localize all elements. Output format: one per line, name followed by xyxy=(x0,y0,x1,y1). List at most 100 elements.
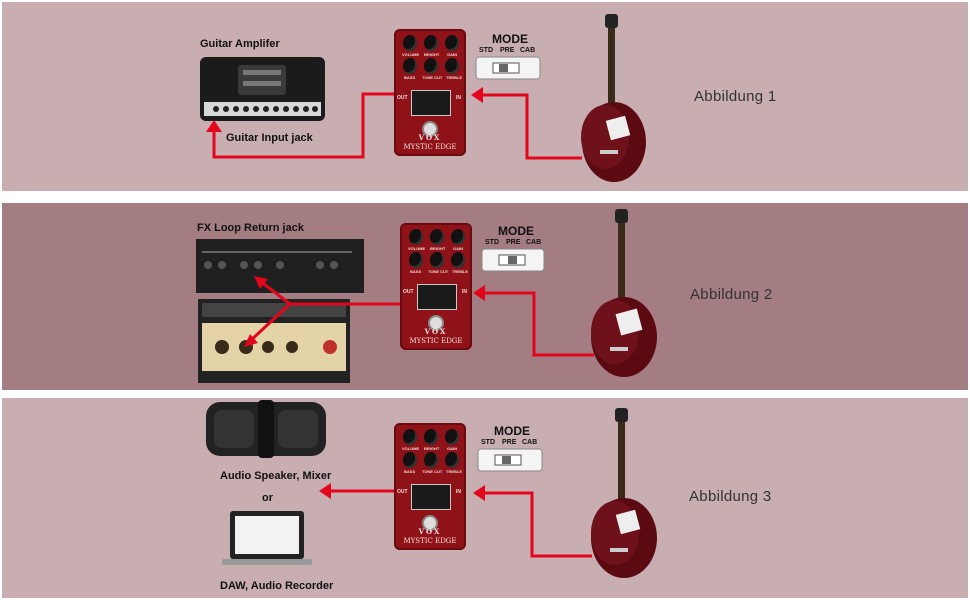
treble-knob xyxy=(445,452,459,468)
speaker-image xyxy=(206,400,326,458)
out-jack-label: OUT xyxy=(397,489,408,495)
bass-knob xyxy=(409,252,423,268)
volume-knob xyxy=(403,429,417,445)
pedal-display xyxy=(411,484,451,510)
arrowhead-amp-input xyxy=(206,120,222,132)
mode-option-cab: CAB xyxy=(526,239,542,246)
footswitch xyxy=(428,315,444,331)
guitar-image xyxy=(581,14,646,182)
pedal-image: VOLUME BRIGHT GAIN BASS TONE CUT TREBLE … xyxy=(394,29,466,156)
mode-option-std: STD xyxy=(479,47,493,54)
volume-knob xyxy=(403,35,417,51)
cable-guitar-to-pedal xyxy=(482,291,594,357)
bright-knob xyxy=(424,35,438,51)
guitar-image xyxy=(591,209,657,377)
footswitch xyxy=(422,121,438,137)
pedal-image: VOLUME BRIGHT GAIN BASS TONE CUT TREBLE … xyxy=(394,423,466,550)
pedal-image: VOLUME BRIGHT GAIN BASS TONE CUT TREBLE … xyxy=(400,223,472,350)
gain-knob xyxy=(445,35,459,51)
out-jack-label: OUT xyxy=(403,289,414,295)
in-jack-label: IN xyxy=(456,95,461,101)
input-jack-label: Guitar Input jack xyxy=(226,132,313,144)
mode-option-std: STD xyxy=(485,239,499,246)
footswitch xyxy=(422,515,438,531)
out-jack-label: OUT xyxy=(397,95,408,101)
knob-label-gain: GAIN xyxy=(447,52,457,57)
knob-label-bright: BRIGHT xyxy=(424,446,440,451)
fx-loop-label: FX Loop Return jack xyxy=(197,222,304,234)
pedal-brand: VOX xyxy=(424,327,448,336)
knob-label-volume: VOLUME xyxy=(402,446,420,451)
pedal-model: MYSTIC EDGE xyxy=(409,337,463,345)
mode-option-pre: PRE xyxy=(502,439,517,446)
knob-label-volume: VOLUME xyxy=(402,52,420,57)
bright-knob xyxy=(424,429,438,445)
mode-option-cab: CAB xyxy=(522,439,538,446)
tone-cut-knob xyxy=(424,58,438,74)
mode-title: MODE xyxy=(494,424,530,438)
panel-2-graphics xyxy=(196,209,657,383)
knob-label-tone-cut: TONE CUT xyxy=(428,269,449,274)
amplifier-label: Guitar Amplifer xyxy=(200,38,280,50)
mode-title: MODE xyxy=(492,32,528,46)
panel-3-graphics xyxy=(206,400,657,578)
amp-control-panel-image xyxy=(198,299,350,383)
pedal-model: MYSTIC EDGE xyxy=(403,537,457,545)
knob-label-gain: GAIN xyxy=(447,446,457,451)
or-label: or xyxy=(262,492,273,504)
volume-knob xyxy=(409,229,423,245)
arrowhead-pedal-input xyxy=(471,87,483,103)
guitar-amplifier-image xyxy=(200,57,325,121)
pedal-display xyxy=(417,284,457,310)
knob-label-bass: BASS xyxy=(404,469,416,474)
knob-label-treble: TREBLE xyxy=(446,469,462,474)
knob-label-bass: BASS xyxy=(410,269,422,274)
mode-option-std: STD xyxy=(481,439,495,446)
pedal-model: MYSTIC EDGE xyxy=(403,143,457,151)
knob-label-tone-cut: TONE CUT xyxy=(422,469,443,474)
in-jack-label: IN xyxy=(456,489,461,495)
mode-option-pre: PRE xyxy=(506,239,521,246)
daw-label: DAW, Audio Recorder xyxy=(220,580,334,592)
mode-option-cab: CAB xyxy=(520,47,536,54)
pedal-brand: VOX xyxy=(418,133,442,142)
bright-knob xyxy=(430,229,444,245)
guitar-image xyxy=(591,408,657,578)
treble-knob xyxy=(445,58,459,74)
fx-loop-panel-image xyxy=(196,239,364,293)
knob-label-bass: BASS xyxy=(404,75,416,80)
figure-caption: Abbildung 1 xyxy=(694,88,777,105)
pedal-brand: VOX xyxy=(418,527,442,536)
panel-1-graphics xyxy=(200,14,646,182)
diagram-panel-1: Guitar Amplifer Guitar Input jack VOLUME… xyxy=(2,2,968,191)
bass-knob xyxy=(403,452,417,468)
cable-guitar-to-pedal xyxy=(480,93,582,160)
mode-option-pre: PRE xyxy=(500,47,515,54)
cable-guitar-to-pedal xyxy=(482,491,592,558)
knob-label-bright: BRIGHT xyxy=(430,246,446,251)
knob-label-volume: VOLUME xyxy=(408,246,426,251)
knob-label-tone-cut: TONE CUT xyxy=(422,75,443,80)
pedal-display xyxy=(411,90,451,116)
knob-label-gain: GAIN xyxy=(453,246,463,251)
speaker-label: Audio Speaker, Mixer xyxy=(220,470,332,482)
gain-knob xyxy=(445,429,459,445)
mode-title: MODE xyxy=(498,224,534,238)
treble-knob xyxy=(451,252,465,268)
figure-caption: Abbildung 2 xyxy=(690,286,773,303)
bass-knob xyxy=(403,58,417,74)
in-jack-label: IN xyxy=(462,289,467,295)
gain-knob xyxy=(451,229,465,245)
knob-label-treble: TREBLE xyxy=(446,75,462,80)
diagram-panel-3: Audio Speaker, Mixer or DAW, Audio Recor… xyxy=(2,398,968,598)
knob-label-bright: BRIGHT xyxy=(424,52,440,57)
arrowhead-output xyxy=(319,483,331,499)
laptop-image xyxy=(222,511,312,565)
knob-label-treble: TREBLE xyxy=(452,269,468,274)
tone-cut-knob xyxy=(424,452,438,468)
tone-cut-knob xyxy=(430,252,444,268)
diagram-panel-2: FX Loop Return jack VOLUME BRIGHT GAIN B… xyxy=(2,203,968,390)
cable-pedal-to-amp xyxy=(212,92,396,159)
figure-caption: Abbildung 3 xyxy=(689,488,772,505)
cable-pedal-to-amp-return xyxy=(248,302,292,343)
